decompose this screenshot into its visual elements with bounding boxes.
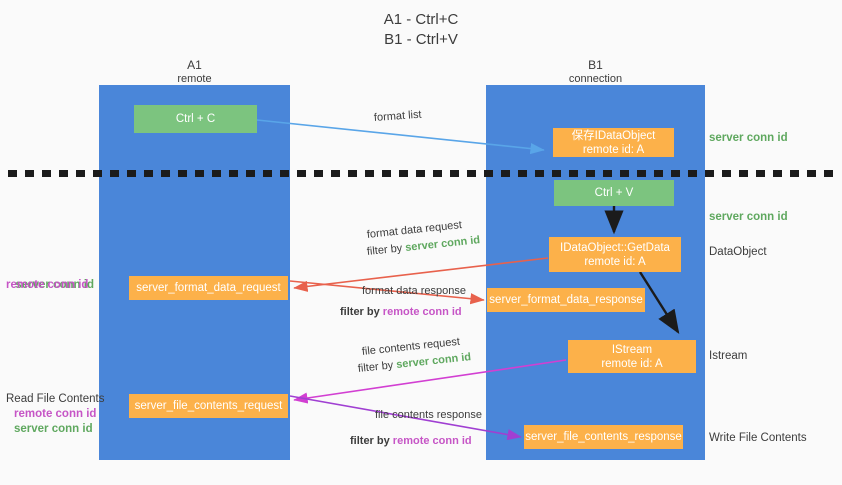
caption-file-contents-response-filter: filter by remote conn id — [350, 434, 472, 449]
label-dataobject: DataObject — [709, 246, 767, 258]
label-server-conn-id-second: server conn id — [709, 211, 788, 223]
node-ctrl-c[interactable]: Ctrl + C — [134, 105, 257, 133]
label-istream: Istream — [709, 350, 748, 362]
node-server-format-data-response-label: server_format_data_response — [489, 294, 643, 306]
node-server-format-data-response[interactable]: server_format_data_response — [487, 288, 645, 312]
node-server-file-contents-response-label: server_file_contents_response — [525, 431, 682, 443]
caption-file-contents-response-filter-key: remote conn id — [392, 435, 472, 447]
column-header-a1: A1 remote — [99, 58, 290, 86]
column-header-b1-sub: connection — [568, 73, 623, 85]
node-server-file-contents-request-label: server_file_contents_request — [134, 400, 283, 412]
node-istream-line2: remote id: A — [601, 357, 663, 370]
node-istream[interactable]: IStream remote id: A — [568, 340, 696, 373]
page-title: A1 - Ctrl+C B1 - Ctrl+V — [0, 10, 842, 50]
node-idataobject-getdata-line2: remote id: A — [584, 255, 646, 268]
node-idataobject-getdata[interactable]: IDataObject::GetData remote id: A — [549, 237, 681, 272]
label-server-conn-id-left-1: server conn id — [15, 279, 94, 291]
node-server-file-contents-response[interactable]: server_file_contents_response — [524, 425, 683, 449]
node-ctrl-v-label: Ctrl + V — [594, 187, 634, 199]
node-save-idataobject-line1: 保存IDataObject — [571, 129, 656, 142]
node-ctrl-c-label: Ctrl + C — [175, 113, 216, 125]
caption-format-data-response-filter-key: remote conn id — [382, 306, 462, 318]
title-line-1: A1 - Ctrl+C — [383, 11, 459, 28]
caption-format-data-response-filter: filter by remote conn id — [340, 305, 462, 320]
caption-format-list: format list — [373, 108, 422, 124]
node-save-idataobject-line2: remote id: A — [582, 143, 645, 156]
label-group-format-data: remote conn id server conn id — [6, 278, 94, 293]
node-save-idataobject[interactable]: 保存IDataObject remote id: A — [553, 128, 674, 157]
label-remote-conn-id-1: remote conn id — [6, 279, 89, 291]
column-header-a1-name: A1 — [187, 58, 202, 72]
column-header-b1-name: B1 — [588, 58, 603, 72]
label-write-file-contents: Write File Contents — [709, 432, 807, 444]
node-istream-line1: IStream — [611, 343, 653, 356]
phase-separator-dashed-line — [8, 170, 836, 177]
caption-format-data-response-filter-prefix: filter by — [340, 306, 383, 318]
node-server-format-data-request-label: server_format_data_request — [136, 282, 281, 294]
caption-file-contents-response: file contents response — [375, 409, 483, 421]
caption-format-data-request-filter-prefix: filter by — [366, 242, 406, 258]
label-server-conn-id-left-2: server conn id — [14, 423, 93, 435]
label-remote-conn-id-2: remote conn id — [14, 408, 97, 420]
label-read-file-contents: Read File Contents — [6, 393, 105, 405]
caption-file-contents-request-filter-prefix: filter by — [357, 359, 397, 375]
column-header-a1-sub: remote — [177, 73, 212, 85]
column-header-b1: B1 connection — [486, 58, 705, 86]
node-idataobject-getdata-line1: IDataObject::GetData — [560, 241, 670, 254]
node-server-file-contents-request[interactable]: server_file_contents_request — [129, 394, 288, 418]
caption-file-contents-response-filter-prefix: filter by — [350, 435, 393, 447]
node-ctrl-v[interactable]: Ctrl + V — [554, 180, 674, 206]
node-server-format-data-request[interactable]: server_format_data_request — [129, 276, 288, 300]
caption-format-data-response: format data response — [362, 285, 466, 297]
label-group-file-contents: Read File Contents remote conn id server… — [6, 392, 114, 437]
title-line-2: B1 - Ctrl+V — [384, 31, 458, 48]
label-server-conn-id-top: server conn id — [709, 132, 788, 144]
